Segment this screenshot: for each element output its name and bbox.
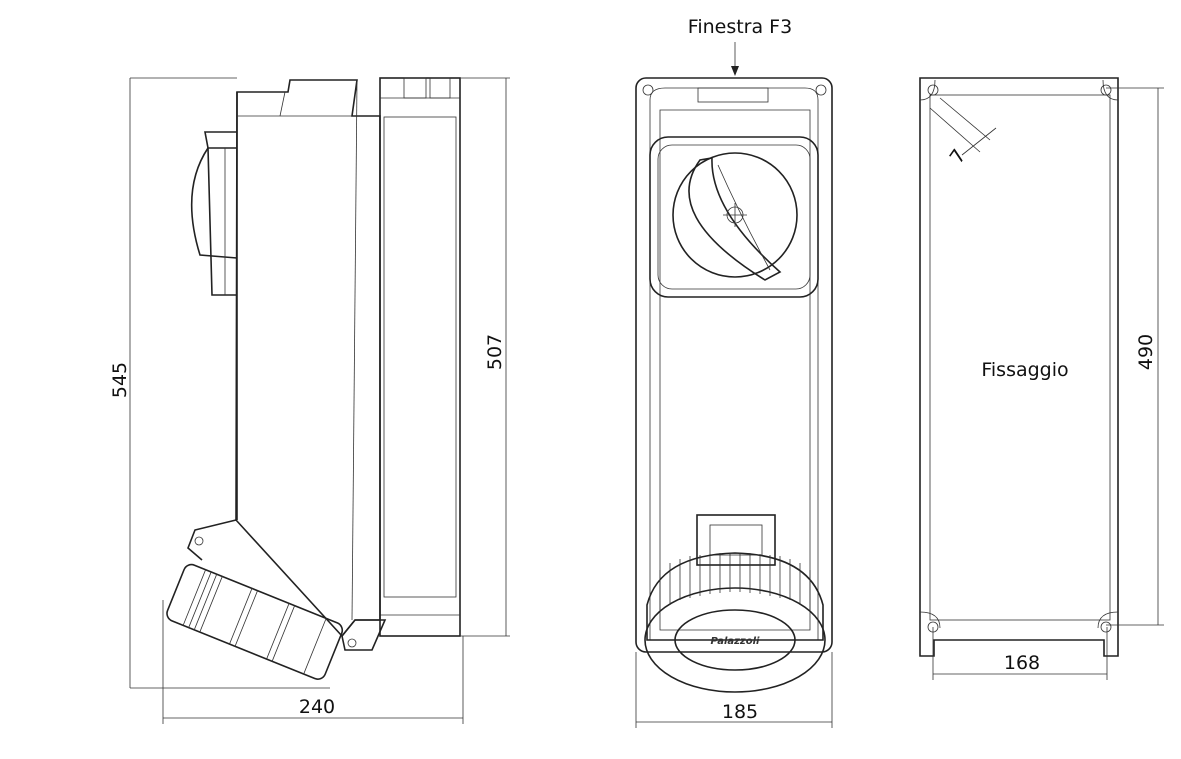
dimension-490: 490 (1106, 87, 1164, 626)
dimension-240: 240 (162, 600, 464, 724)
hole-dimension-7: 7 (946, 145, 971, 168)
rotary-switch-knob (672, 152, 798, 281)
fixing-label: Fissaggio (981, 359, 1068, 381)
brand-logo: Palazzoli (711, 636, 761, 647)
dimension-168: 168 (932, 627, 1108, 680)
svg-text:240: 240 (299, 696, 335, 718)
side-view (166, 77, 461, 680)
window-label: Finestra F3 (688, 16, 792, 38)
dimension-185: 185 (635, 652, 833, 728)
front-socket: Palazzoli (644, 552, 826, 693)
dimension-545: 545 (109, 77, 330, 689)
svg-text:507: 507 (484, 334, 506, 370)
svg-text:168: 168 (1004, 652, 1040, 674)
dimension-507: 507 (460, 77, 510, 637)
mounting-view: 7 Fissaggio (919, 77, 1119, 657)
svg-text:490: 490 (1135, 334, 1157, 370)
svg-text:185: 185 (722, 701, 758, 723)
front-view: Palazzoli (635, 77, 833, 693)
window-arrow (731, 42, 739, 76)
side-socket (166, 563, 344, 680)
svg-text:545: 545 (109, 362, 131, 398)
